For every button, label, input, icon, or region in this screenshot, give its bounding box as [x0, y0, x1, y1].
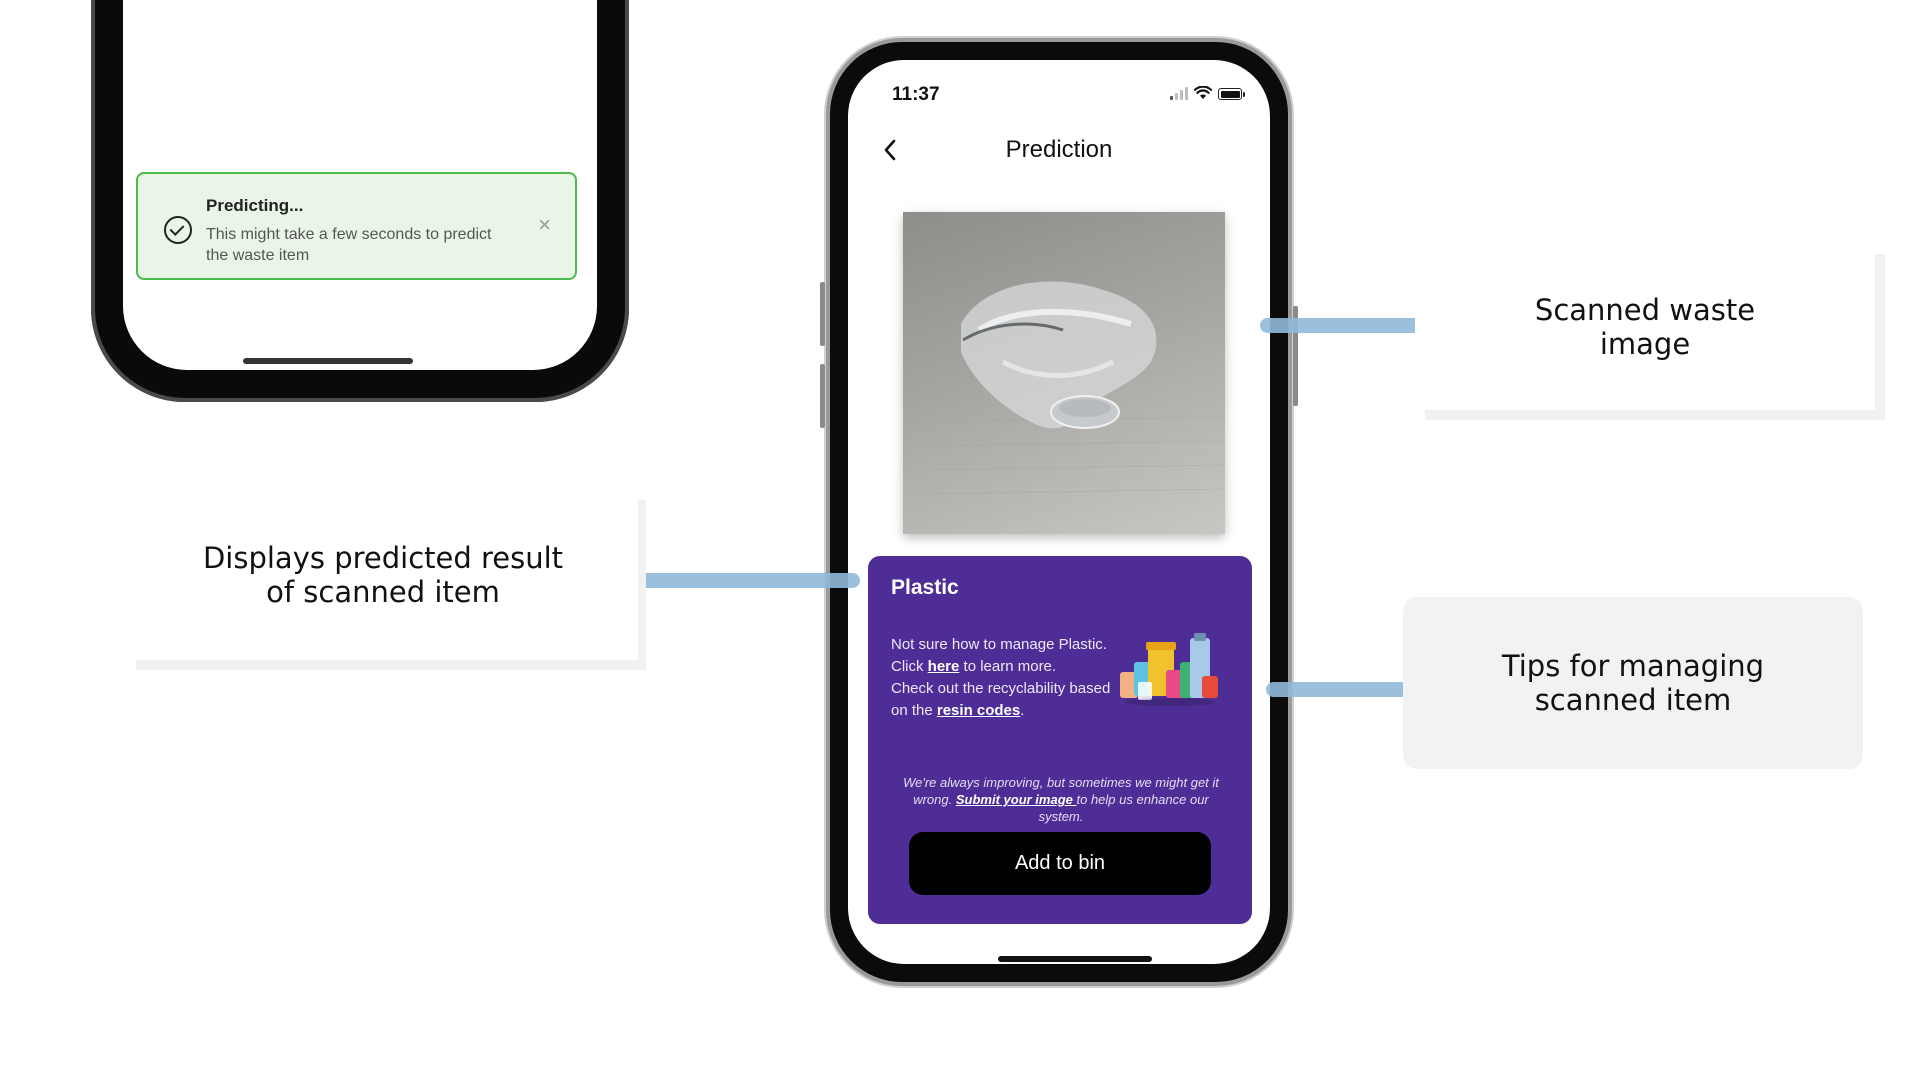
callout-text: image: [1599, 327, 1691, 361]
home-indicator: [998, 956, 1152, 962]
battery-icon: [1218, 88, 1245, 100]
learn-more-link[interactable]: here: [927, 658, 960, 675]
toast-message: This might take a few seconds to predict…: [206, 226, 492, 264]
tip-text: Check out the recyclability based on the: [891, 680, 1111, 719]
callout-scanned-image: Scanned waste image: [1415, 244, 1875, 410]
status-time: 11:37: [892, 84, 940, 105]
signal-icon: [1170, 87, 1188, 100]
callout-text: Displays predicted result: [202, 541, 564, 575]
check-circle-icon: [164, 216, 192, 244]
power-button: [1293, 306, 1298, 406]
predicted-category: Plastic: [891, 576, 959, 599]
page-title: Prediction: [1005, 136, 1113, 163]
callout-predicted-result: Displays predicted result of scanned ite…: [128, 490, 638, 660]
toast-title: Predicting...: [206, 196, 304, 215]
predicting-toast: Predicting... This might take a few seco…: [136, 172, 577, 280]
note-text: to help us enhance our system.: [1038, 792, 1209, 824]
home-indicator: [243, 358, 413, 364]
callout-text: of scanned item: [266, 575, 500, 609]
callout-text: Tips for managing: [1501, 649, 1765, 683]
scanned-waste-image: [903, 212, 1225, 534]
prediction-result-card: Plastic Not sure how to manage Plastic. …: [868, 556, 1252, 924]
scanned-photo: [922, 227, 1225, 495]
tip-text: to learn more.: [959, 658, 1057, 675]
connector-image: [1260, 318, 1426, 333]
volume-down-button: [820, 364, 825, 428]
chevron-left-icon: [884, 139, 896, 161]
tip-text: Not sure how to manage Plastic. Click: [891, 636, 1107, 675]
note-text: We're always improving, but sometimes we…: [903, 775, 1219, 807]
connector-result: [613, 573, 860, 588]
center-phone-screen: 11:37 Prediction: [848, 60, 1270, 964]
callout-text: Scanned waste: [1534, 293, 1756, 327]
back-button[interactable]: [872, 132, 908, 168]
callout-management-tips: Tips for managing scanned item: [1403, 597, 1863, 769]
left-phone: Predicting... This might take a few seco…: [91, 0, 629, 402]
resin-codes-link[interactable]: resin codes: [936, 702, 1021, 719]
volume-up-button: [820, 282, 825, 346]
status-icons: [1170, 86, 1245, 100]
management-tips: Not sure how to manage Plastic. Click he…: [891, 634, 1111, 722]
submit-image-link[interactable]: Submit your image: [955, 792, 1077, 807]
plastic-containers-illustration: [1120, 633, 1218, 706]
center-phone: 11:37 Prediction: [820, 42, 1298, 982]
close-icon[interactable]: ×: [538, 212, 551, 237]
callout-text: scanned item: [1534, 683, 1732, 717]
wifi-icon: [1194, 86, 1212, 99]
left-phone-screen: Predicting... This might take a few seco…: [123, 0, 597, 370]
add-to-bin-button[interactable]: Add to bin: [909, 832, 1211, 895]
connector-tips: [1266, 682, 1410, 697]
tip-text: .: [1020, 702, 1025, 719]
feedback-note: We're always improving, but sometimes we…: [896, 774, 1226, 825]
